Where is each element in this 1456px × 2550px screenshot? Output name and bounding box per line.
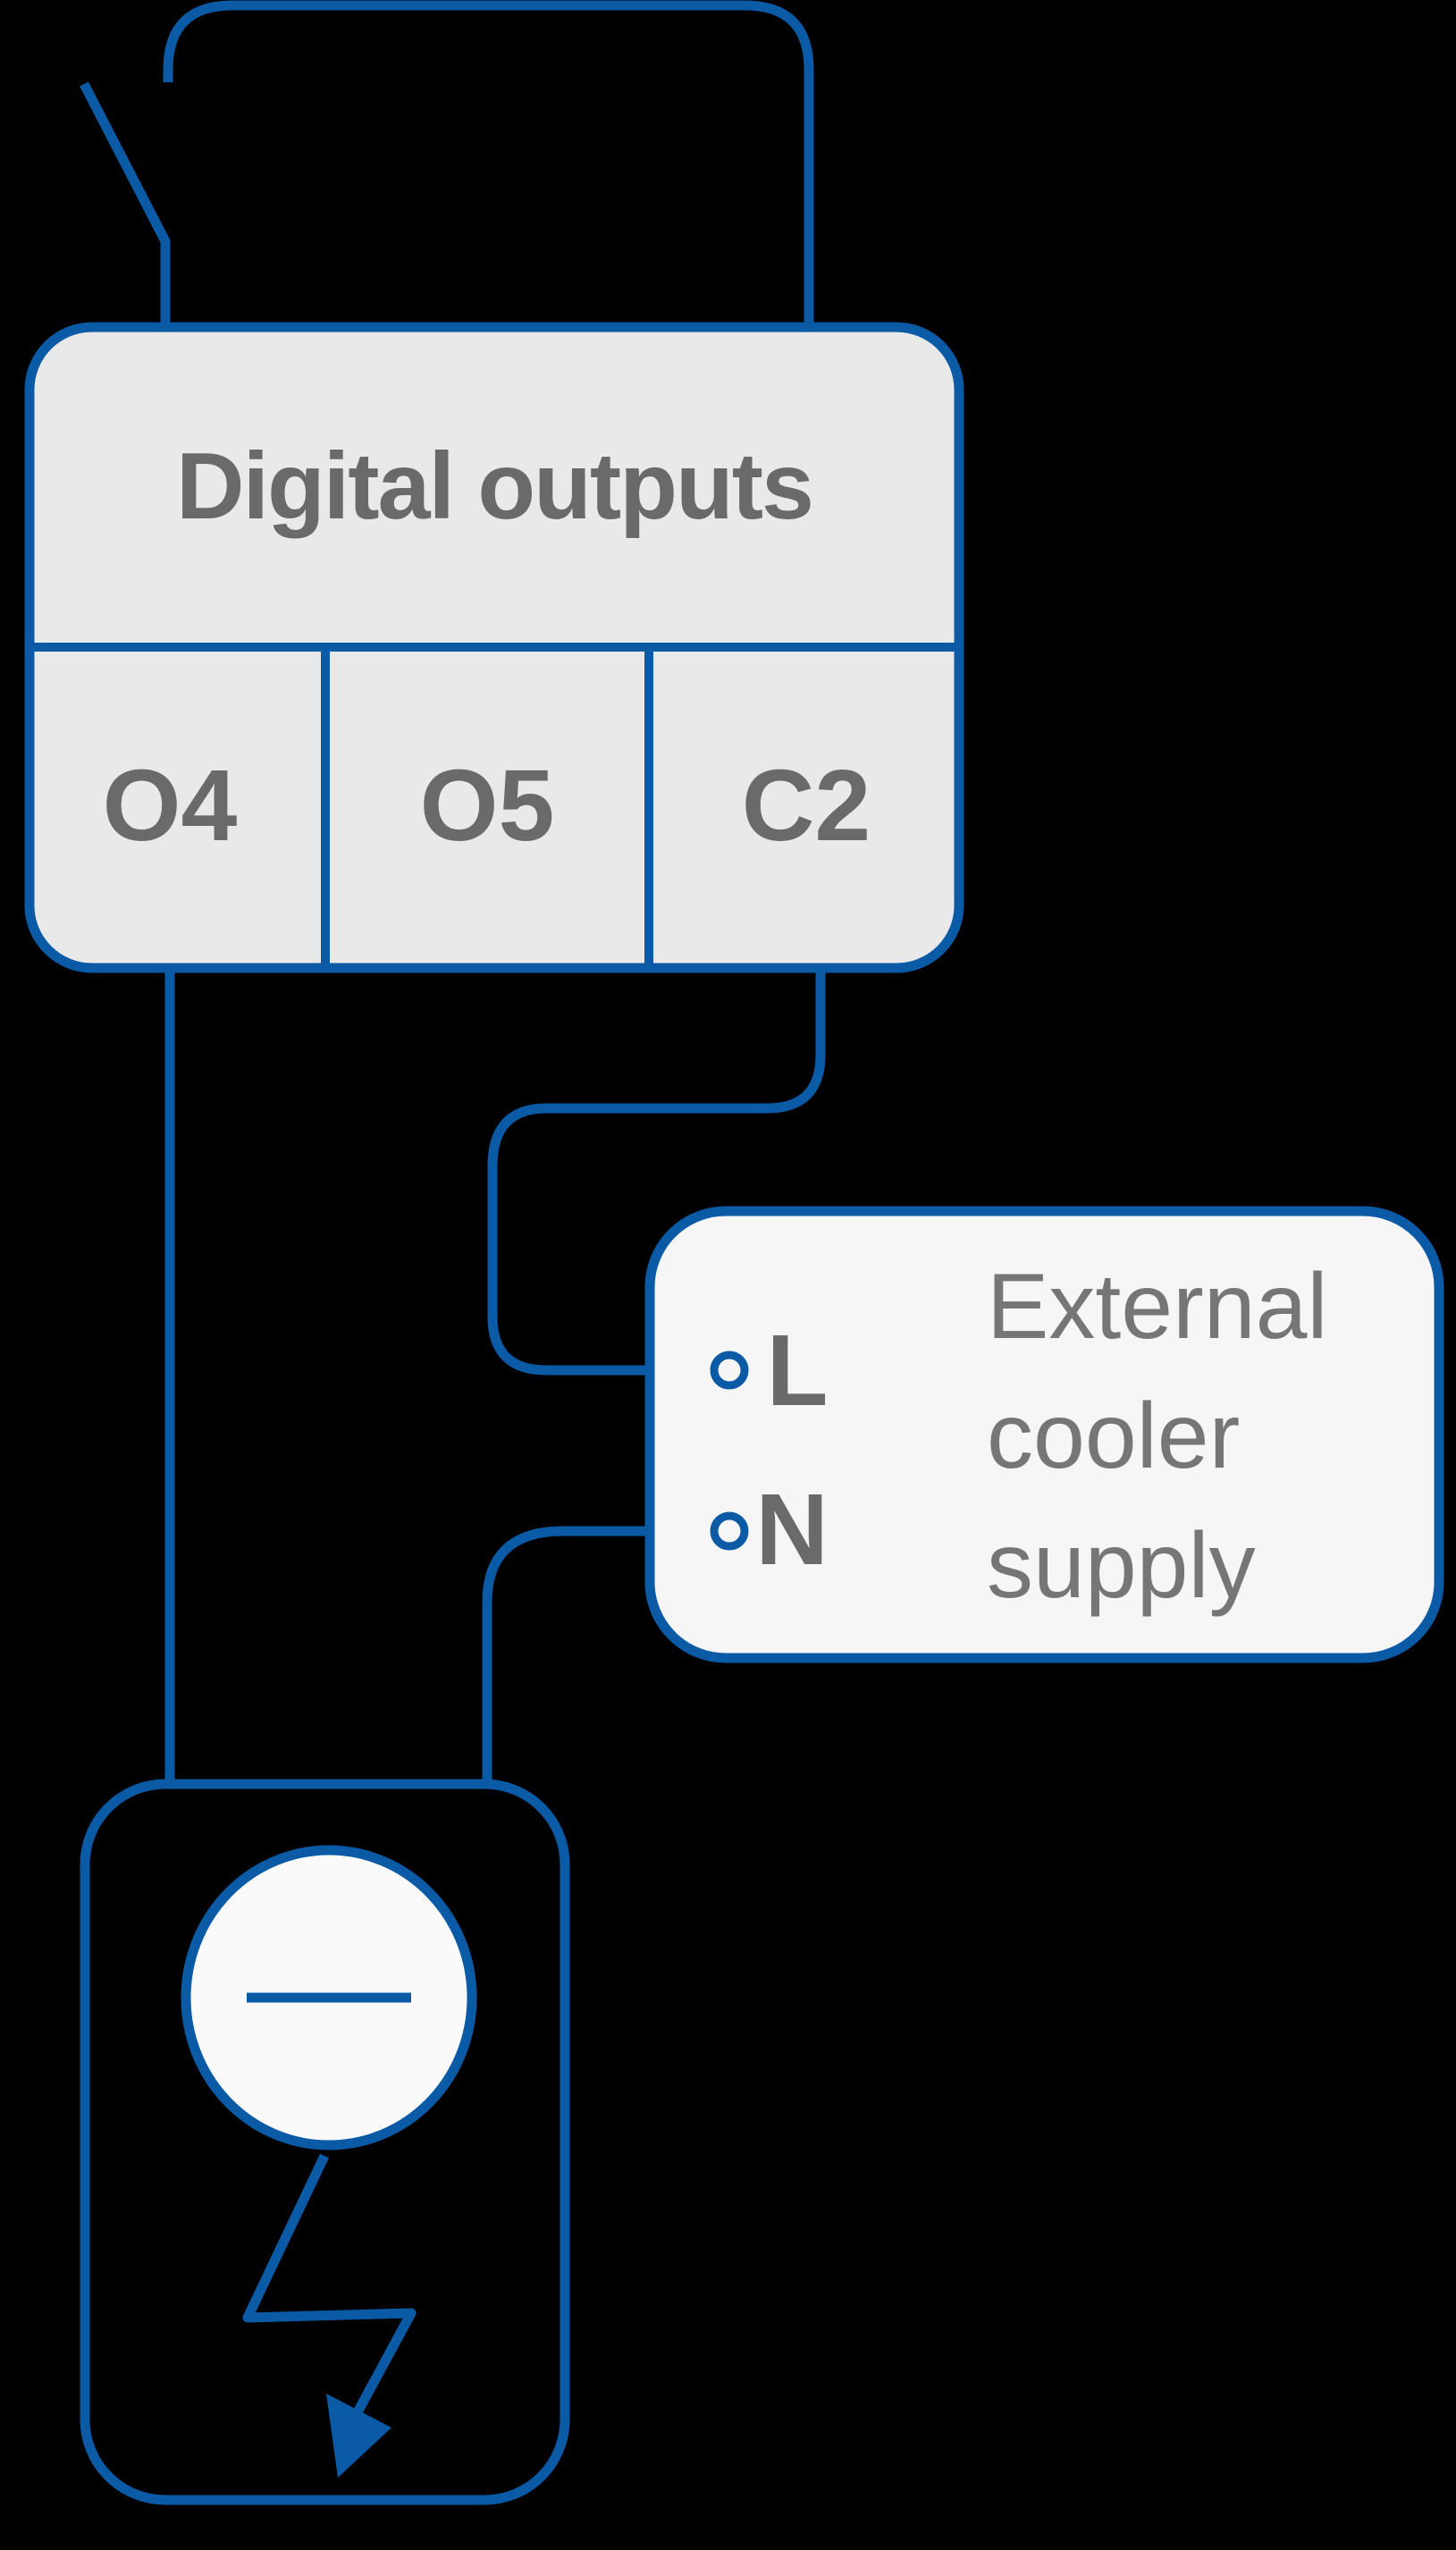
relay-top-loop-wire bbox=[163, 0, 814, 327]
terminal-n-dot bbox=[710, 1511, 749, 1551]
external-cooler-line-3: supply bbox=[987, 1514, 1256, 1618]
terminal-label-n: N bbox=[755, 1473, 829, 1586]
external-cooler-line-1: External bbox=[987, 1255, 1328, 1359]
lightning-bolt-line bbox=[242, 2153, 417, 2413]
terminal-label-l: L bbox=[766, 1314, 828, 1426]
external-cooler-box bbox=[644, 1206, 1444, 1663]
terminal-label-c2: C2 bbox=[742, 749, 871, 862]
panel-title: Digital outputs bbox=[176, 433, 812, 539]
wire-n-to-load bbox=[482, 1526, 711, 1784]
wire-c2-to-l bbox=[487, 968, 826, 1376]
cooler-load-box bbox=[80, 1779, 570, 2505]
terminal-l-dot bbox=[710, 1351, 749, 1390]
terminal-label-o5: O5 bbox=[420, 749, 555, 862]
lightning-arrow-icon bbox=[242, 2153, 417, 2478]
terminal-label-o4: O4 bbox=[103, 749, 238, 862]
load-outline bbox=[80, 1779, 570, 2505]
external-cooler-line-2: cooler bbox=[987, 1384, 1240, 1488]
digital-outputs-panel: Digital outputs O4 O5 C2 bbox=[24, 322, 964, 973]
arrowhead bbox=[326, 2394, 391, 2478]
external-cooler-card: L N External cooler supply bbox=[644, 1206, 1444, 1663]
switch-icon bbox=[80, 81, 171, 327]
